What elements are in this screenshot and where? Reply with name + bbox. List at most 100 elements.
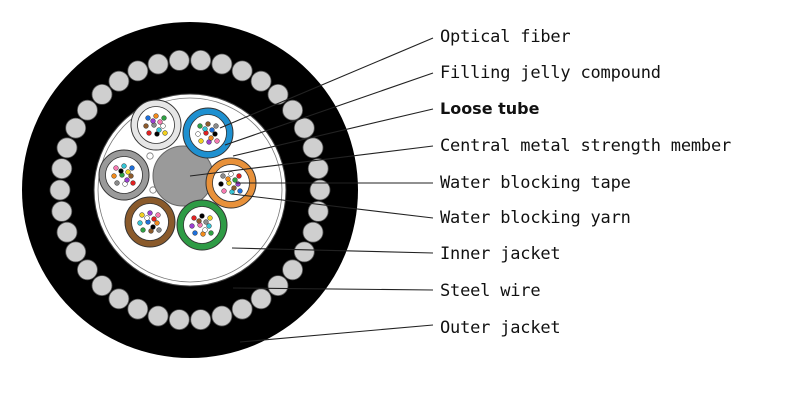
optical-fiber (218, 181, 224, 187)
optical-fiber (199, 213, 205, 219)
steel-wire (91, 275, 113, 297)
steel-wire (302, 137, 324, 159)
steel-wire (267, 275, 289, 297)
optical-fiber (124, 177, 130, 183)
steel-wire (168, 50, 190, 71)
optical-fiber (147, 210, 153, 216)
label-optical-fiber: Optical fiber (440, 27, 571, 47)
water-blocking-yarn (146, 152, 154, 160)
optical-fiber (198, 138, 204, 144)
steel-wire (211, 53, 233, 75)
optical-fiber (235, 181, 241, 187)
steel-wire (49, 179, 71, 201)
label-loose-tube: Loose tube (440, 99, 540, 118)
label-water-blocking-yarn: Water blocking yarn (440, 208, 631, 228)
water-blocking-tape (97, 97, 283, 283)
label-steel-wire: Steel wire (440, 281, 541, 301)
label-inner-jacket: Inner jacket (440, 244, 561, 264)
loose-tube-white (130, 99, 182, 151)
steel-wire (282, 259, 304, 281)
loose-tube-blue (182, 107, 234, 159)
steel-wire (309, 179, 331, 201)
optical-fiber (156, 227, 162, 233)
steel-wire (231, 298, 253, 320)
steel-wire (250, 70, 272, 92)
steel-wire (307, 158, 329, 180)
steel-wire (77, 99, 98, 121)
steel-wire (91, 84, 113, 105)
optical-fiber (153, 113, 159, 119)
optical-fiber (207, 215, 213, 221)
optical-fiber (202, 227, 208, 233)
optical-fiber (214, 138, 220, 144)
optical-fiber (111, 173, 117, 179)
optical-fiber (151, 216, 157, 222)
loose-tube-gray (98, 149, 150, 201)
leader-line (231, 193, 434, 219)
optical-fiber (225, 176, 231, 182)
optical-fiber (192, 230, 198, 236)
optical-fiber (160, 123, 166, 129)
steel-wire (307, 200, 329, 222)
optical-fiber (162, 130, 168, 136)
steel-wire (190, 309, 212, 331)
optical-fiber (212, 131, 218, 137)
optical-fiber (140, 227, 146, 233)
leader-line (231, 247, 434, 254)
steel-wire (108, 70, 130, 92)
loose-tube-green (176, 199, 228, 251)
optical-fiber (220, 173, 226, 179)
optical-fiber (228, 171, 234, 177)
leader-line (239, 324, 434, 343)
steel-wire (65, 241, 87, 263)
optical-fiber (237, 188, 243, 194)
leader-line (224, 72, 434, 146)
optical-fiber (125, 169, 131, 175)
steel-wire (293, 117, 315, 139)
optical-fiber (206, 223, 212, 229)
label-water-blocking-tape: Water blocking tape (440, 173, 631, 193)
leader-line (232, 108, 434, 157)
optical-fiber (232, 177, 238, 183)
optical-fiber (114, 180, 120, 186)
steel-wire (302, 221, 324, 243)
optical-fiber (221, 188, 227, 194)
loose-tube-brown (124, 196, 176, 248)
optical-fiber (195, 131, 201, 137)
optical-fiber (196, 218, 202, 224)
optical-fiber (208, 135, 214, 141)
optical-fiber (205, 121, 211, 127)
optical-fiber (236, 173, 242, 179)
leader-lines (189, 37, 434, 343)
optical-fiber (113, 165, 119, 171)
steel-wire (108, 288, 130, 310)
optical-fiber (213, 123, 219, 129)
steel-wire (293, 241, 315, 263)
optical-fiber (208, 230, 214, 236)
steel-wire (190, 50, 212, 71)
optical-fiber (137, 220, 143, 226)
optical-fiber (154, 220, 160, 226)
steel-wire (282, 99, 304, 121)
steel-wire (147, 305, 169, 327)
steel-wire-layer (49, 50, 331, 331)
steel-wire (51, 158, 73, 180)
optical-fiber (189, 223, 195, 229)
label-central-metal-strength-member: Central metal strength member (440, 136, 732, 156)
optical-fiber (146, 130, 152, 136)
optical-fiber (156, 127, 162, 133)
optical-fiber (118, 168, 124, 174)
optical-fiber (144, 215, 150, 221)
steel-wire (211, 305, 233, 327)
label-outer-jacket: Outer jacket (440, 318, 561, 338)
leader-line (189, 145, 434, 177)
steel-wire (231, 60, 253, 82)
steel-wire (51, 200, 73, 222)
optical-fiber (203, 219, 209, 225)
optical-fiber (128, 173, 134, 179)
optical-fiber (121, 163, 127, 169)
optical-fiber (231, 185, 237, 191)
steel-wire (127, 60, 149, 82)
optical-fiber (202, 126, 208, 132)
